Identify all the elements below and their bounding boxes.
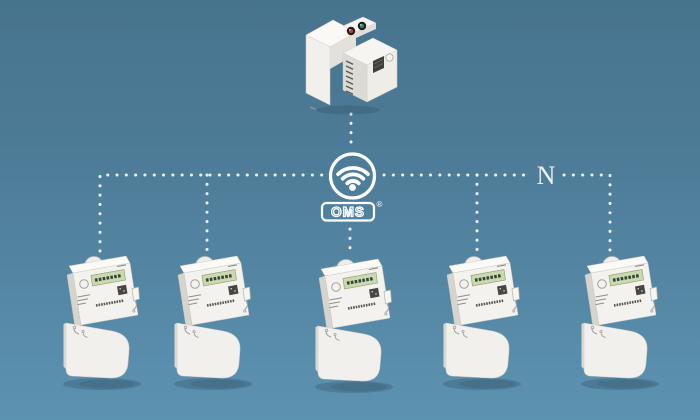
smart-meter-1: [61, 254, 143, 392]
antenna-jack-red-icon: [346, 26, 356, 36]
smart-meter-2: [172, 254, 254, 392]
wifi-circle-ring: [328, 152, 377, 200]
antenna-jack-green-icon: [357, 21, 367, 31]
smart-meter-3: [313, 257, 395, 395]
wifi-waves-icon: [336, 166, 370, 191]
dotted-connector-right-b: [562, 173, 612, 253]
smart-meter-4: [441, 254, 523, 392]
wifi-oms-radio-icon: [328, 152, 377, 200]
oms-logo: OMS ®: [320, 200, 383, 222]
dotted-connector-left: [98, 173, 324, 253]
device-logo-icon: [385, 53, 394, 62]
smart-meter-5: [579, 254, 661, 392]
oms-registered-mark: ®: [377, 200, 383, 209]
oms-logo-text: OMS: [331, 205, 365, 220]
network-size-label: N: [537, 161, 556, 190]
terminal-labels: [345, 60, 354, 95]
din-rail-data-concentrator-icon: [305, 16, 398, 115]
